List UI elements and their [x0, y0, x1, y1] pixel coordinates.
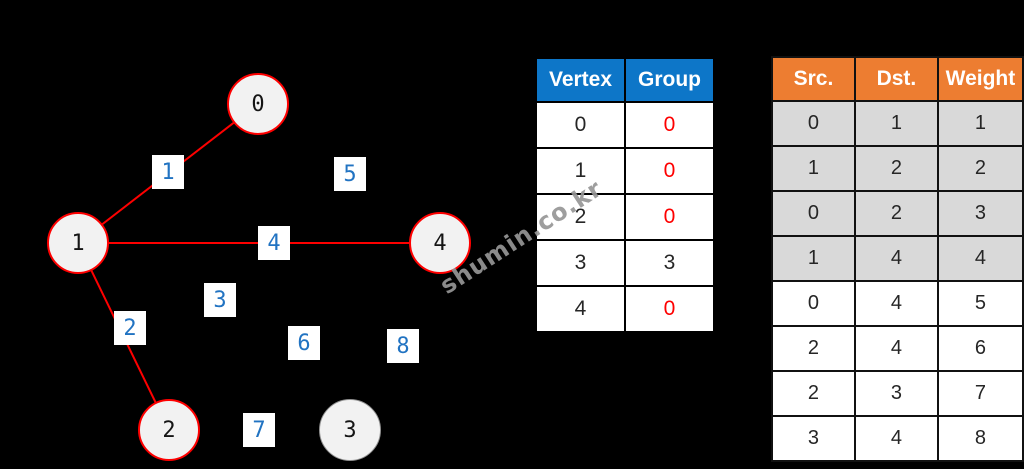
weight-label-4: 4 [258, 226, 290, 260]
src-cell: 3 [771, 415, 856, 462]
vertex-cell: 4 [535, 285, 626, 333]
vertex-node-1: 1 [47, 212, 109, 274]
dst-cell: 1 [853, 100, 939, 147]
weight-cell: 2 [936, 145, 1024, 192]
table-row: 0 2 3 [771, 190, 1024, 237]
vertex-node-4: 4 [409, 212, 471, 274]
vertex-cell: 1 [535, 147, 626, 195]
src-cell: 0 [771, 190, 856, 237]
group-cell: 0 [624, 147, 715, 195]
dst-cell: 4 [853, 235, 939, 282]
weight-cell: 4 [936, 235, 1024, 282]
src-cell: 2 [771, 325, 856, 372]
weight-label-8: 8 [387, 329, 419, 363]
src-cell: 2 [771, 370, 856, 417]
group-cell: 0 [624, 285, 715, 333]
table-row: 2 0 [535, 193, 715, 241]
table-row: 1 0 [535, 147, 715, 195]
src-cell: 0 [771, 280, 856, 327]
weight-column-header: Weight [936, 56, 1024, 102]
table-row: 0 1 1 [771, 100, 1024, 147]
weight-label-2: 2 [114, 311, 146, 345]
vertex-cell: 3 [535, 239, 626, 287]
table-row: 4 0 [535, 285, 715, 333]
vertex-cell: 0 [535, 101, 626, 149]
table-row: 0 0 [535, 101, 715, 149]
table-header-row: Src. Dst. Weight [771, 56, 1024, 102]
table-row: 0 4 5 [771, 280, 1024, 327]
table-row: 3 3 [535, 239, 715, 287]
weight-cell: 5 [936, 280, 1024, 327]
weight-cell: 6 [936, 325, 1024, 372]
dst-cell: 4 [853, 415, 939, 462]
group-cell: 0 [624, 193, 715, 241]
table-row: 2 4 6 [771, 325, 1024, 372]
vertex-node-2: 2 [138, 399, 200, 461]
vertex-node-0: 0 [227, 73, 289, 135]
weight-label-7: 7 [243, 413, 275, 447]
table-row: 2 3 7 [771, 370, 1024, 417]
dst-cell: 4 [853, 325, 939, 372]
weight-cell: 7 [936, 370, 1024, 417]
table-header-row: Vertex Group [535, 57, 715, 103]
src-cell: 0 [771, 100, 856, 147]
weight-label-3: 3 [204, 283, 236, 317]
vertex-column-header: Vertex [535, 57, 626, 103]
dst-cell: 2 [853, 190, 939, 237]
group-cell: 3 [624, 239, 715, 287]
src-cell: 1 [771, 145, 856, 192]
weight-label-1: 1 [152, 155, 184, 189]
table-row: 1 2 2 [771, 145, 1024, 192]
dst-cell: 3 [853, 370, 939, 417]
table-row: 3 4 8 [771, 415, 1024, 462]
vertex-cell: 2 [535, 193, 626, 241]
weight-label-6: 6 [288, 326, 320, 360]
vertex-group-table: Vertex Group 0 0 1 0 2 0 3 3 4 0 [535, 57, 715, 333]
src-cell: 1 [771, 235, 856, 282]
src-column-header: Src. [771, 56, 856, 102]
weight-label-5: 5 [334, 157, 366, 191]
weight-cell: 8 [936, 415, 1024, 462]
group-cell: 0 [624, 101, 715, 149]
edge-list-table: Src. Dst. Weight 0 1 1 1 2 2 0 2 3 1 4 4… [771, 56, 1024, 462]
table-row: 1 4 4 [771, 235, 1024, 282]
dst-column-header: Dst. [853, 56, 939, 102]
dst-cell: 4 [853, 280, 939, 327]
vertex-node-3: 3 [319, 399, 381, 461]
weight-cell: 3 [936, 190, 1024, 237]
dst-cell: 2 [853, 145, 939, 192]
group-column-header: Group [624, 57, 715, 103]
weight-cell: 1 [936, 100, 1024, 147]
